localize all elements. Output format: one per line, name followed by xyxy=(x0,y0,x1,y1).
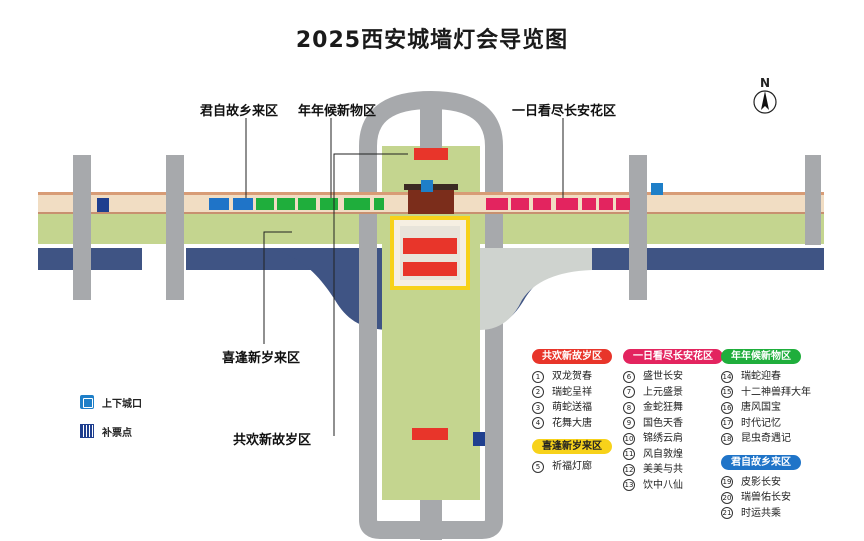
zone-label-bottom-left: 共欢新故岁区 xyxy=(233,433,312,448)
road-v3 xyxy=(629,155,647,300)
leader-lines xyxy=(245,118,564,436)
zone-header-pink: 一日看尽长安花区 xyxy=(623,349,723,364)
zone-header-green: 年年候新物区 xyxy=(721,349,801,364)
map-legend: 上下城口 补票点 xyxy=(80,394,142,452)
ticket-icon-1 xyxy=(97,198,109,212)
zone-block-3 xyxy=(403,262,457,276)
south-road xyxy=(420,500,442,540)
pink-zone-boxes xyxy=(486,198,630,210)
north-road xyxy=(420,92,442,152)
south-loop-road xyxy=(359,90,503,539)
gate-icon-wall xyxy=(421,180,433,192)
compass: N xyxy=(752,76,778,116)
right-lower-grey xyxy=(480,248,592,330)
zone-block-1 xyxy=(414,148,448,160)
zone-header-yellow: 喜逢新岁来区 xyxy=(532,439,612,454)
gate-icon-right xyxy=(651,183,663,195)
zone-label-top-right: 一日看尽长安花区 xyxy=(512,104,617,119)
zone-header-red: 共欢新故岁区 xyxy=(532,349,612,364)
zone-block-4 xyxy=(412,428,448,440)
road-v2 xyxy=(166,155,184,300)
gate-icon xyxy=(80,395,94,409)
zone-block-2 xyxy=(403,238,457,254)
blue-zone-boxes xyxy=(209,198,253,210)
legend-gate: 上下城口 xyxy=(80,394,142,410)
ticket-icon-2 xyxy=(473,432,485,446)
road-v4 xyxy=(805,155,821,245)
zone-label-top-middle: 年年候新物区 xyxy=(298,104,377,119)
gate-tower xyxy=(408,188,454,214)
zone-label-middle-left: 喜逢新岁来区 xyxy=(222,351,301,366)
zone-header-blue: 君自故乡来区 xyxy=(721,454,801,470)
legend-ticket-label: 补票点 xyxy=(102,427,132,439)
compass-label: N xyxy=(759,76,771,90)
road-v1 xyxy=(73,155,91,300)
zone-label-top-left: 君自故乡来区 xyxy=(200,104,279,119)
legend-ticket: 补票点 xyxy=(80,423,142,439)
page-title: 2025西安城墙灯会导览图 xyxy=(295,28,569,53)
north-arrow-icon xyxy=(753,90,777,114)
ticket-icon xyxy=(80,424,94,438)
legend-gate-label: 上下城口 xyxy=(102,398,142,410)
